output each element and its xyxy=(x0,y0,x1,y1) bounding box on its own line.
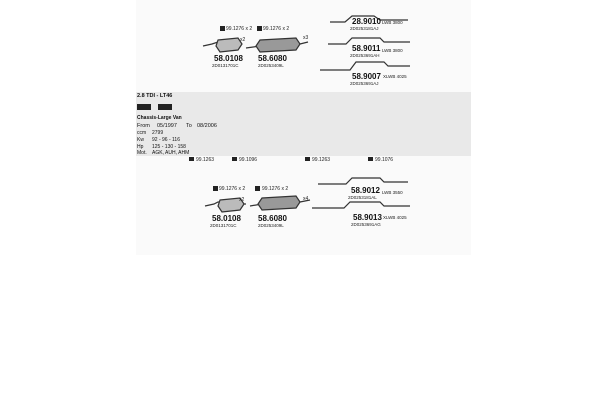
vehicle-header-band xyxy=(136,92,471,156)
tailpipe-drawing-3 xyxy=(320,61,410,71)
part-code: 2D0253691AH xyxy=(350,53,380,58)
part-number: 58.9007 xyxy=(352,72,381,81)
part-number: 58.9012 xyxy=(351,186,380,195)
part-code: 2D0253409L xyxy=(258,63,284,68)
tailpipe-drawing-5 xyxy=(312,201,410,209)
part-number: 58.0108 xyxy=(212,214,241,223)
part-code: 2D0253181AL xyxy=(348,195,377,200)
vehicle-body: Chassis-Large Van xyxy=(137,115,182,121)
part-code: 2D0131701C xyxy=(210,223,237,228)
fitting-label: x4 xyxy=(303,196,309,202)
tailpipe-drawing-4 xyxy=(318,177,408,185)
ident-value: AGK, AUH, AHM xyxy=(152,150,190,156)
cc-value: 2799 xyxy=(152,130,164,136)
to-date: 08/2006 xyxy=(197,123,217,129)
part-variant: XLWB 4025 xyxy=(383,215,407,220)
part-code: 2D0253181AJ xyxy=(350,26,379,31)
vehicle-model: 2.8 TDI - LT46 xyxy=(137,93,173,99)
part-code: 2D0131701C xyxy=(212,63,239,68)
fitting-label: x2 xyxy=(240,37,246,43)
fitting-label: x2 xyxy=(239,197,245,203)
part-variant: LWB 3550 xyxy=(382,190,403,195)
hp-value: 125 - 130 - 158 xyxy=(152,144,186,150)
part-number: 58.9013 xyxy=(353,213,382,222)
tailpipe-drawing-1 xyxy=(330,15,408,23)
part-variant: LWB 3800 xyxy=(382,48,403,53)
cc-label: ccm xyxy=(137,130,147,136)
part-code: 2D0253691AJ xyxy=(350,81,379,86)
fitting-label: 99.1276 x 2 xyxy=(262,186,289,192)
hp-label: Hp xyxy=(137,144,144,150)
tailpipe-drawing-2 xyxy=(328,37,410,45)
ident-label: Mot. xyxy=(137,150,147,156)
from-date: 05/1997 xyxy=(157,123,177,129)
part-number: 58.9011 xyxy=(352,44,381,53)
fitting-label: 99.1276 x 2 xyxy=(263,26,290,32)
to-label: To xyxy=(186,123,192,129)
fitting-label: 99.1096 xyxy=(239,157,258,163)
part-number: 28.9010 xyxy=(352,17,381,26)
kw-label: Kw xyxy=(137,137,144,143)
fitting-label: 99.1263 xyxy=(196,157,215,163)
kw-value: 92 - 96 - 116 xyxy=(152,137,180,143)
part-code: 2D0253409L xyxy=(258,223,284,228)
fitting-label: 99.1263 xyxy=(312,157,331,163)
part-number: 58.0108 xyxy=(214,54,243,63)
part-variant: XLWB 4025 xyxy=(383,74,407,79)
part-number: 58.6080 xyxy=(258,214,287,223)
part-number: 58.6080 xyxy=(258,54,287,63)
fitting-label: 99.1276 x 2 xyxy=(226,26,253,32)
from-label: From xyxy=(137,123,150,129)
part-variant: LWB 3800 xyxy=(382,20,403,25)
part-code: 2D0253691AG xyxy=(351,222,381,227)
fitting-label: 99.1276 x 2 xyxy=(219,186,246,192)
fitting-label: x3 xyxy=(303,35,309,41)
fitting-label: 99.1076 xyxy=(375,157,394,163)
